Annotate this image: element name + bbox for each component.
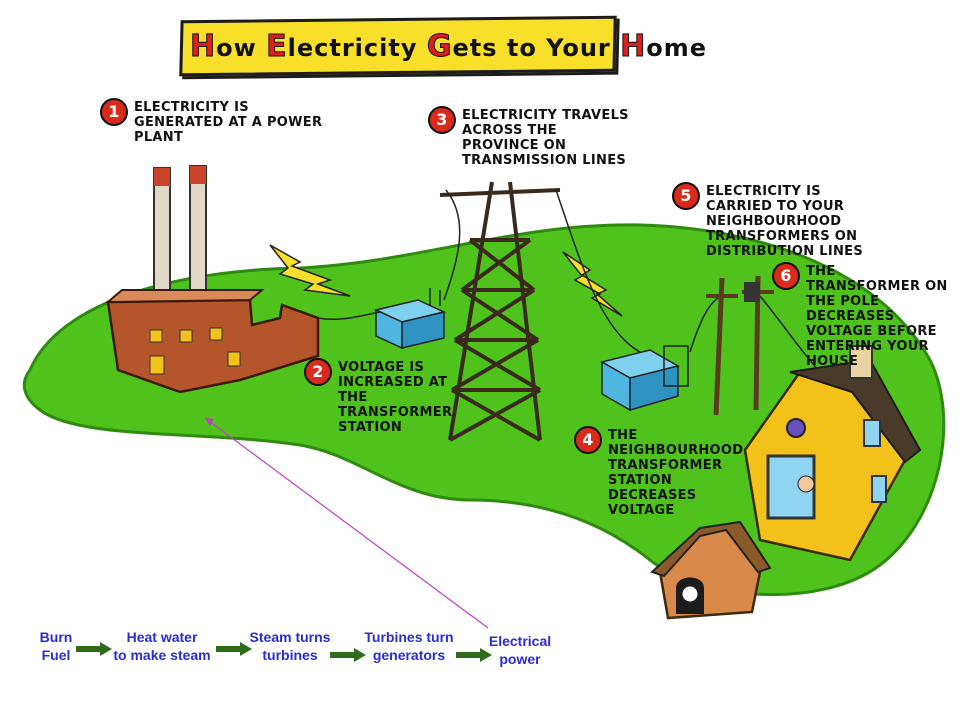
house xyxy=(743,345,922,562)
step-3-callout: 3 Electricity travels across the provinc… xyxy=(428,106,632,168)
flow-step-turbines-turn-generators: Turbines turn generators xyxy=(364,629,454,663)
flow-arrow-icon xyxy=(456,648,492,662)
step-1-callout: 1 Electricity is Generated at a Power Pl… xyxy=(100,98,324,145)
lightning-bolt-icon xyxy=(562,251,623,317)
doghouse xyxy=(650,520,772,620)
step-6-callout: 6 The transformer on the pole decreases … xyxy=(772,262,952,369)
step-6-text: The transformer on the pole decreases vo… xyxy=(806,264,948,369)
step-4-text: The neighbourhood transformer station de… xyxy=(608,428,744,518)
transmission-line xyxy=(443,189,461,301)
step-4-number: 4 xyxy=(574,426,602,454)
transmission-line xyxy=(555,189,641,353)
flow-arrow-icon xyxy=(76,642,112,656)
step-down-transformer xyxy=(600,345,689,412)
smokestack xyxy=(189,165,207,299)
step-4-callout: 4 The neighbourhood transformer station … xyxy=(574,426,756,518)
step-1-number: 1 xyxy=(100,98,128,126)
title-cap: H xyxy=(189,29,217,65)
distribution-line xyxy=(759,295,821,373)
process-flow: Burn Fuel Heat water to make steam Steam… xyxy=(0,628,960,688)
pointer-arrowhead xyxy=(205,418,214,426)
utility-pole xyxy=(706,275,774,416)
step-2-callout: 2 Voltage is increased at the transforme… xyxy=(304,358,478,435)
step-5-text: Electricity is carried to your neighbour… xyxy=(706,184,863,259)
transmission-tower xyxy=(439,181,561,442)
flow-arrow-icon xyxy=(216,642,252,656)
pointer-line xyxy=(204,417,489,629)
flow-step-electrical-power: Electrical power xyxy=(488,633,552,667)
title-cap: H xyxy=(620,29,647,65)
step-3-text: Electricity travels across the province … xyxy=(462,108,629,168)
flow-step-steam-turns-turbines: Steam turns turbines xyxy=(249,629,331,663)
page-title: How Electricity Gets to Your Home xyxy=(189,29,706,65)
step-2-number: 2 xyxy=(304,358,332,386)
step-1-text: Electricity is Generated at a Power Plan… xyxy=(134,100,323,145)
power-plant xyxy=(105,165,320,394)
transmission-line xyxy=(317,311,381,321)
step-up-transformer xyxy=(373,288,447,350)
flow-step-heat-water: Heat water to make steam xyxy=(113,629,211,663)
title-banner: How Electricity Gets to Your Home xyxy=(179,15,706,77)
smokestack xyxy=(153,167,171,299)
lightning-bolt-icon xyxy=(269,244,351,297)
title-word: ome xyxy=(646,34,707,62)
flow-step-burn-fuel: Burn Fuel xyxy=(39,629,73,663)
step-5-number: 5 xyxy=(672,182,700,210)
step-6-number: 6 xyxy=(772,262,800,290)
title-cap: E xyxy=(266,29,288,65)
title-word: ow xyxy=(216,34,267,62)
title-word: ets to Your xyxy=(452,34,621,62)
title-cap: G xyxy=(426,29,453,65)
step-2-text: Voltage is increased at the transformer … xyxy=(338,360,453,435)
step-5-callout: 5 Electricity is carried to your neighbo… xyxy=(672,182,872,259)
flow-arrow-icon xyxy=(330,648,366,662)
title-word: lectricity xyxy=(287,34,427,62)
step-3-number: 3 xyxy=(428,106,456,134)
